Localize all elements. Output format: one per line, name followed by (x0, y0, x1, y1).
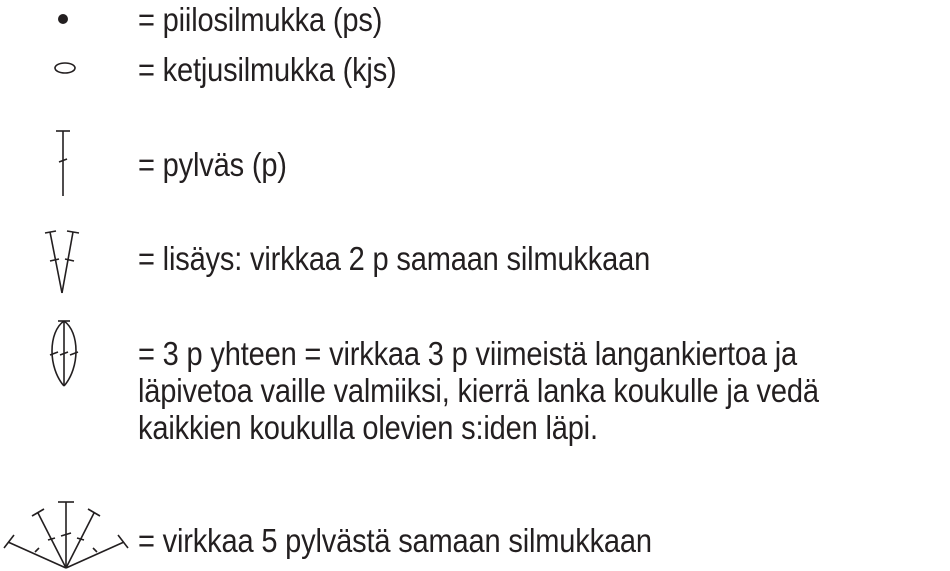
three-together-icon (44, 318, 84, 390)
legend-text-three-together-line-3: kaikkien koukulla olevien s:iden läpi. (138, 409, 598, 446)
legend-text-chain-stitch: = ketjusilmukka (kjs) (138, 51, 397, 88)
legend-text-five-fan: = virkkaa 5 pylvästä samaan silmukkaan (138, 522, 652, 559)
legend-text-double-crochet: = pylväs (p) (138, 146, 287, 183)
legend-text-three-together-line-2: läpivetoa vaille valmiiksi, kierrä lanka… (138, 372, 819, 409)
legend-text-three-together: = 3 p yhteen = virkkaa 3 p viimeistä lan… (138, 335, 819, 446)
double-crochet-icon (48, 128, 78, 200)
increase-v-icon (40, 225, 84, 297)
open-oval-icon (50, 60, 80, 80)
legend-text-increase: = lisäys: virkkaa 2 p samaan silmukkaan (138, 240, 651, 277)
filled-dot-icon (53, 10, 73, 30)
five-fan-icon (0, 496, 136, 571)
legend-text-slip-stitch: = piilosilmukka (ps) (138, 1, 383, 38)
legend-text-three-together-line-1: = 3 p yhteen = virkkaa 3 p viimeistä lan… (138, 335, 797, 372)
